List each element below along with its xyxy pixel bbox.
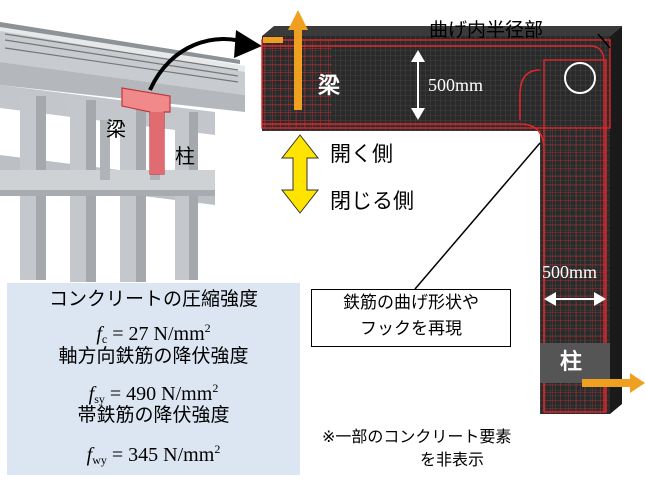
hidden-elements-note-line1: ※一部のコンクリート要素: [322, 427, 512, 446]
fsy-value: = 490 N/mm: [104, 383, 213, 405]
viaduct-photo: [0, 22, 245, 282]
bend-radius-marker: [564, 62, 596, 94]
fwy-value: = 345 N/mm: [106, 444, 215, 466]
fwy-title: 帯鉄筋の降伏強度: [77, 404, 230, 426]
hidden-elements-note-line2: を非表示: [420, 450, 485, 469]
open-side-label: 開く側: [330, 142, 393, 166]
fc-symbol: f: [96, 323, 102, 345]
fwy-exponent: 2: [214, 442, 221, 456]
beam-depth-label: 500mm: [428, 75, 484, 95]
close-side-label: 閉じる側: [330, 189, 414, 213]
photo-column-label: 柱: [175, 144, 195, 168]
fc-equation: fc = 27 N/mm2: [7, 316, 300, 351]
fsy-exponent: 2: [212, 381, 219, 395]
fc-value: = 27 N/mm: [107, 323, 205, 345]
fwy-equation: fwy = 345 N/mm2: [7, 437, 300, 472]
orange-load-arrows: [263, 10, 645, 393]
fsy-title: 軸方向鉄筋の降伏強度: [58, 345, 249, 367]
fsy-subscript: sy: [94, 392, 105, 406]
fsy-symbol: f: [88, 383, 95, 405]
rebar-callout: 鉄筋の曲げ形状や フックを再現: [311, 289, 511, 347]
fc-subscript: c: [101, 332, 108, 346]
fc-exponent: 2: [204, 321, 211, 335]
fsy-equation: fsy = 490 N/mm2: [7, 376, 300, 411]
column-width-label: 500mm: [542, 262, 598, 282]
fc-title: コンクリートの圧縮強度: [48, 288, 258, 310]
model-column-label: 柱: [560, 350, 583, 375]
photo-beam-label: 梁: [106, 117, 126, 141]
bend-radius-leader: [597, 33, 611, 49]
fwy-subscript: wy: [92, 453, 107, 467]
fwy-symbol: f: [86, 444, 93, 466]
open-close-arrow: [280, 134, 320, 214]
rebar-callout-line2: フックを再現: [360, 319, 462, 339]
model-beam-label: 梁: [318, 74, 341, 99]
rebar-callout-line1: 鉄筋の曲げ形状や: [343, 293, 479, 313]
fe-model: [261, 26, 622, 414]
bend-radius-label: 曲げ内半径部: [429, 19, 544, 41]
zoom-arrow-head: [234, 30, 262, 58]
rebar-callout-leader: [414, 142, 541, 290]
column-width-arrow: [544, 292, 606, 306]
material-properties-panel: コンクリートの圧縮強度 fc = 27 N/mm2 軸方向鉄筋の降伏強度 fsy…: [7, 283, 300, 475]
beam-depth-arrow: [411, 50, 425, 120]
